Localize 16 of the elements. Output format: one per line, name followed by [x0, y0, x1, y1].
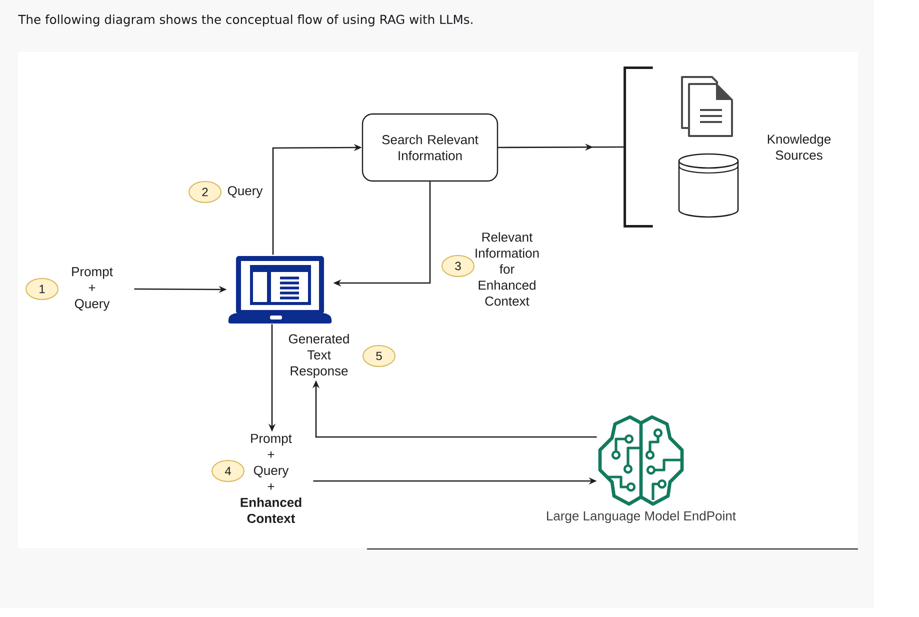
edge-label: Query	[228, 186, 263, 198]
callout-number: 3	[442, 255, 474, 277]
callout-number: 1	[26, 278, 58, 300]
flow-text: Generated Text Response	[288, 334, 349, 378]
flow-text: Prompt + Query	[72, 267, 113, 311]
laptop-icon	[228, 256, 332, 324]
callout-number: 4	[212, 460, 244, 482]
document-icon	[681, 76, 733, 137]
bracket-group: Knowledge Sources	[624, 66, 831, 228]
callout-number: 2	[188, 181, 222, 203]
callout-number: 5	[362, 345, 396, 367]
database-cylinder	[678, 153, 739, 218]
icon-caption: Large Language Model EndPoint	[547, 510, 736, 524]
edge-label: Relevant Information for Enhanced Context	[476, 232, 539, 306]
process-box: Search Relevant Information	[362, 113, 498, 182]
title: The following diagram shows the conceptual flow of using RAG with LLMs.	[18, 14, 472, 26]
